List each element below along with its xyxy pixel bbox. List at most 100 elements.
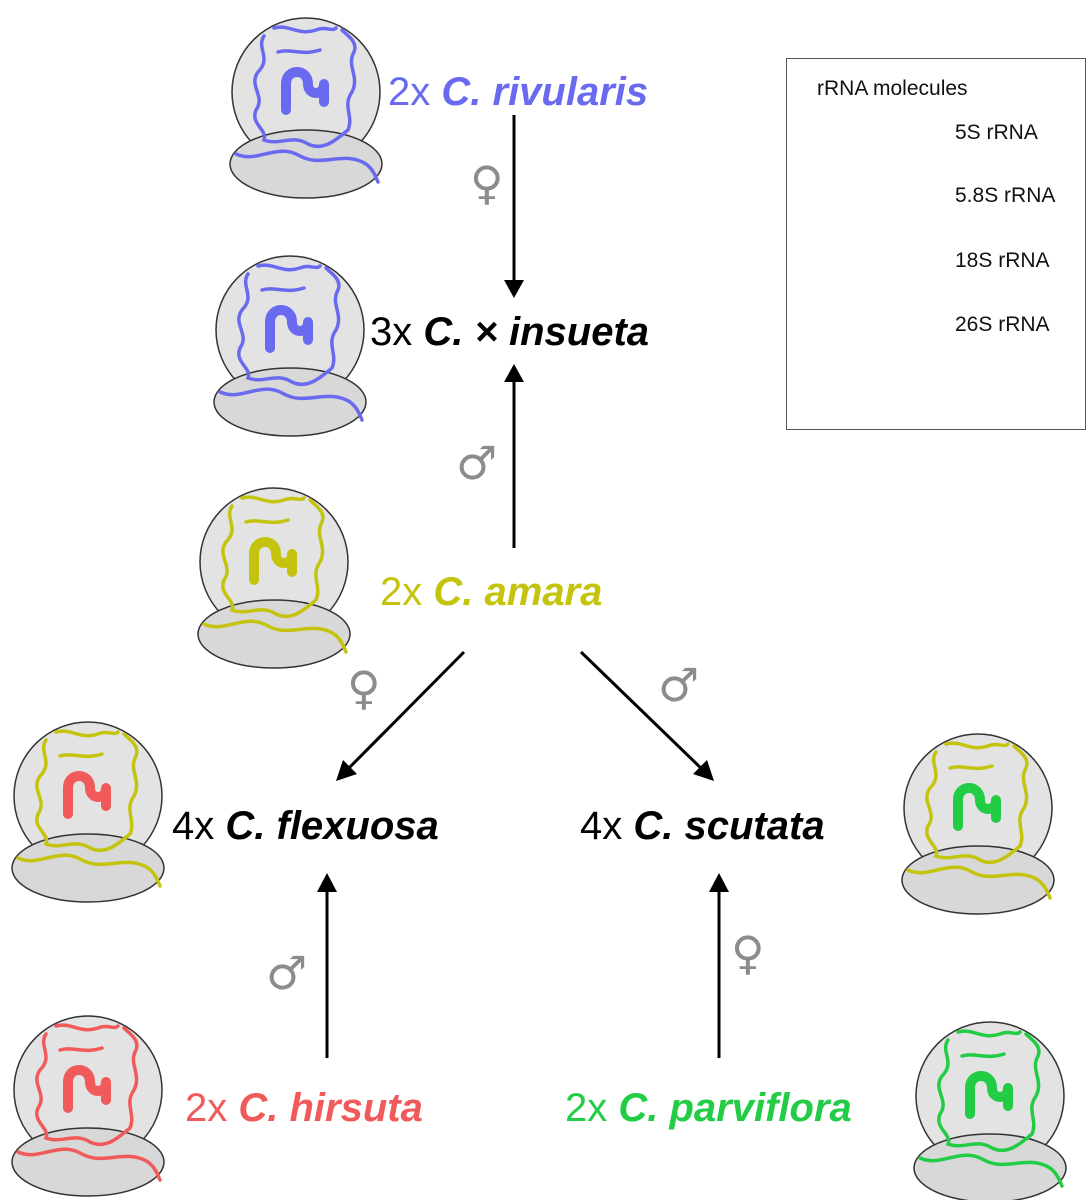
female-symbol: ♀	[470, 156, 504, 210]
genus: C. ×	[423, 310, 498, 354]
species-label-flexuosa: 4x C. flexuosa	[172, 806, 439, 846]
ploidy: 2x	[565, 1086, 608, 1130]
legend-label-5s: 5S rRNA	[955, 121, 1038, 144]
male-symbol: ♂	[658, 658, 700, 712]
epithet: amara	[484, 570, 603, 614]
legend-label-18s: 18S rRNA	[955, 249, 1050, 272]
18s-rrna	[218, 387, 364, 422]
epithet: parviflora	[669, 1086, 852, 1130]
arrows-layer	[317, 115, 729, 1058]
26s-rrna-segment	[256, 263, 322, 272]
26s-rrna	[35, 1026, 139, 1147]
small-subunit	[901, 845, 1055, 915]
small-subunit	[913, 1133, 1067, 1200]
26s-rrna	[35, 732, 139, 853]
epithet: rivularis	[492, 70, 649, 114]
genus: C.	[433, 570, 474, 614]
genus: C.	[441, 70, 482, 114]
female-symbol: ♀	[731, 926, 765, 980]
ploidy: 3x	[370, 310, 413, 354]
genus: C.	[633, 804, 674, 848]
ribosome-scutata	[901, 733, 1055, 915]
epithet: hirsuta	[289, 1086, 423, 1130]
arrowhead	[504, 364, 524, 382]
18s-rrna	[16, 853, 162, 888]
ribosome-amara	[197, 487, 351, 669]
18s-rrna	[918, 1153, 1064, 1188]
arrowhead	[709, 873, 729, 892]
ribosome-insueta	[213, 255, 367, 437]
ploidy: 2x	[388, 70, 431, 114]
5s-rrna	[281, 67, 329, 115]
18s-rrna	[202, 619, 348, 654]
ribosome-flexuosa	[11, 721, 165, 903]
genus: C.	[225, 804, 266, 848]
small-subunit	[213, 367, 367, 437]
5-8s-rrna	[948, 764, 994, 771]
genus: C.	[238, 1086, 279, 1130]
genus: C.	[618, 1086, 659, 1130]
species-label-parviflora: 2x C. parviflora	[565, 1088, 852, 1128]
arrowhead	[317, 873, 337, 892]
species-label-hirsuta: 2x C. hirsuta	[185, 1088, 423, 1128]
5s-rrna	[63, 1065, 111, 1113]
female-symbol: ♀	[347, 661, 381, 715]
26s-rrna-segment	[54, 1023, 120, 1032]
ribosome-rivularis	[229, 17, 383, 199]
5s-rrna	[965, 1071, 1013, 1119]
arrow-amara-to-flexuosa	[343, 650, 466, 774]
5s-rrna	[63, 771, 111, 819]
5-8s-rrna	[960, 1052, 1006, 1059]
18s-rrna	[16, 1147, 162, 1182]
epithet: scutata	[684, 804, 825, 848]
5-8s-rrna	[244, 518, 290, 525]
26s-rrna	[253, 28, 357, 149]
ribosome-parviflora	[913, 1021, 1067, 1200]
male-symbol: ♂	[266, 946, 308, 1000]
26s-rrna	[937, 1032, 1041, 1153]
26s-rrna-segment	[956, 1029, 1022, 1038]
species-label-scutata: 4x C. scutata	[580, 806, 825, 846]
ploidy: 2x	[380, 570, 423, 614]
5-8s-rrna	[58, 752, 104, 759]
small-subunit	[229, 129, 383, 199]
ploidy: 4x	[580, 804, 623, 848]
male-symbol: ♂	[456, 436, 498, 490]
18s-rrna	[906, 865, 1052, 900]
small-subunit	[11, 1127, 165, 1197]
species-label-amara: 2x C. amara	[380, 572, 602, 612]
arrowhead	[504, 280, 524, 298]
26s-rrna-segment	[944, 741, 1010, 750]
5-8s-rrna	[276, 48, 322, 55]
5s-rrna	[249, 537, 297, 585]
26s-rrna	[925, 744, 1029, 865]
species-label-insueta: 3x C. × insueta	[370, 312, 649, 352]
18s-rrna	[234, 149, 380, 184]
small-subunit	[197, 599, 351, 669]
ribosome-hirsuta	[11, 1015, 165, 1197]
ploidy: 4x	[172, 804, 215, 848]
26s-rrna-segment	[240, 495, 306, 504]
legend-label-26s: 26S rRNA	[955, 313, 1050, 336]
5-8s-rrna	[260, 286, 306, 293]
ploidy: 2x	[185, 1086, 228, 1130]
arrowhead	[336, 760, 357, 781]
species-label-rivularis: 2x C. rivularis	[388, 72, 648, 112]
26s-rrna-segment	[54, 729, 120, 738]
26s-rrna-segment	[272, 25, 338, 34]
epithet: insueta	[508, 310, 650, 354]
legend-title: rRNA molecules	[817, 77, 968, 100]
26s-rrna	[221, 498, 325, 619]
epithet: flexuosa	[276, 804, 439, 848]
legend-label-5-8s: 5.8S rRNA	[955, 184, 1056, 207]
ribosomes-layer	[11, 17, 1067, 1200]
arrowhead	[693, 760, 714, 781]
5s-rrna	[953, 783, 1001, 831]
arrow-amara-to-scutata	[579, 650, 707, 774]
rrna-legend: rRNA molecules 5S rRNA 5.8S rRNA 18S rRN…	[786, 58, 1086, 430]
small-subunit	[11, 833, 165, 903]
26s-rrna	[237, 266, 341, 387]
5-8s-rrna	[58, 1046, 104, 1053]
